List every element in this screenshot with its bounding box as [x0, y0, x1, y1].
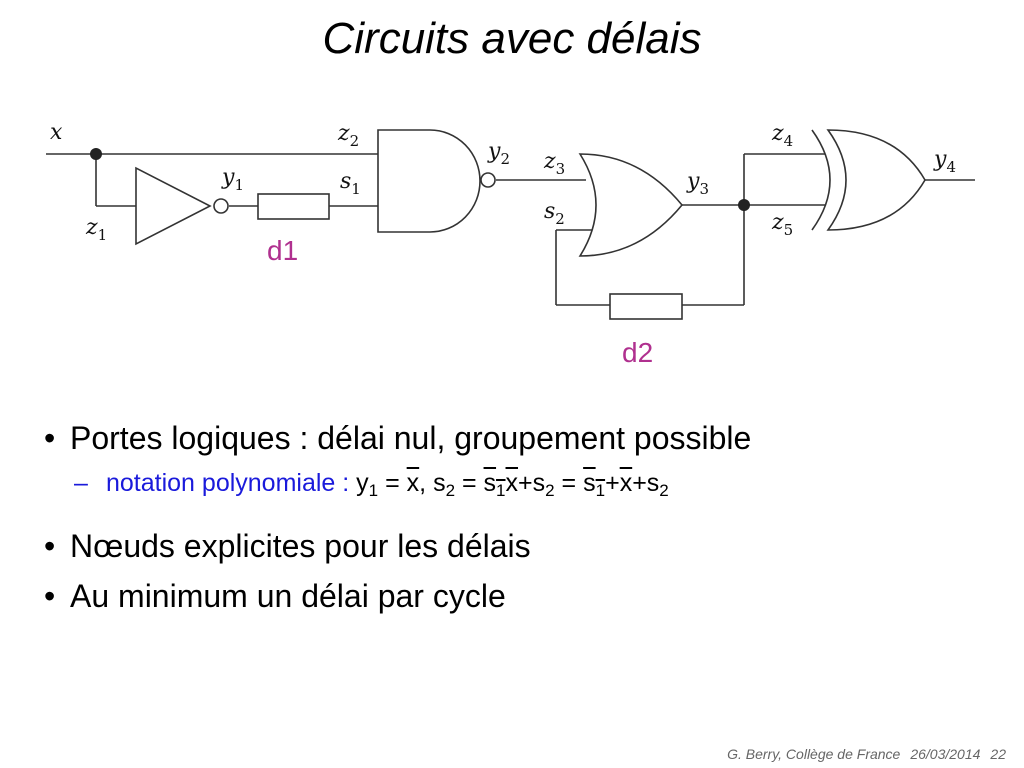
xor-input-arc	[811, 129, 831, 231]
bullet-text: Au minimum un délai par cycle	[70, 578, 506, 614]
sub-bullet-item: –notation polynomiale : y1 = x, s2 = s1x…	[74, 466, 1004, 508]
bullet-list: • Portes logiques : délai nul, groupement…	[44, 416, 1004, 624]
label-y1: y1	[221, 165, 244, 194]
xor-gate	[826, 129, 926, 231]
label-s2: s2	[544, 199, 565, 228]
or-gate	[578, 153, 684, 257]
label-y4: y4	[933, 147, 956, 176]
junction-dot	[738, 199, 750, 211]
bullet-marker: •	[44, 420, 56, 456]
polynomial-formula: y1 = x, s2 = s1x+s2 = s1+x+s2	[356, 469, 669, 500]
slide-footer: G. Berry, Collège de France 26/03/2014 22	[727, 746, 1006, 762]
label-y3: y3	[686, 169, 709, 198]
label-y2: y2	[487, 139, 510, 168]
bullet-item: • Portes logiques : délai nul, groupement…	[44, 416, 1004, 460]
bullet-item: • Nœuds explicites pour les délais	[44, 524, 1004, 568]
delay-d2-box	[609, 293, 683, 320]
bullet-text: Portes logiques : délai nul, groupement …	[70, 420, 752, 456]
delay-d1-label: d1	[267, 235, 298, 266]
delay-d1-box	[257, 193, 330, 220]
bullet-marker: •	[44, 578, 56, 614]
label-z1: z1	[85, 215, 107, 244]
inverter-bubble	[213, 198, 229, 214]
footer-date: 26/03/2014	[910, 746, 981, 762]
bullet-text: Nœuds explicites pour les délais	[70, 528, 531, 564]
bullet-item: • Au minimum un délai par cycle	[44, 574, 1004, 618]
footer-author: G. Berry, Collège de France	[727, 746, 901, 762]
dash-marker: –	[74, 469, 88, 497]
circuit-diagram: x z1 z2 y1 s1 y2 z3 s2 y3 z4 z5 y4 d1 d2	[46, 120, 975, 368]
label-x: x	[50, 120, 63, 145]
bullet-marker: •	[44, 528, 56, 564]
label-s1: s1	[340, 169, 361, 198]
sub-bullet-label: notation polynomiale :	[106, 469, 350, 497]
label-z5: z5	[771, 210, 793, 239]
slide-title: Circuits avec délais	[322, 14, 702, 63]
nand-bubble	[480, 172, 496, 188]
inverter-gate	[135, 166, 212, 246]
gate-mask	[655, 250, 685, 260]
footer-page-number: 22	[990, 746, 1006, 762]
junction-dot	[90, 148, 102, 160]
label-z3: z3	[543, 149, 565, 178]
label-z2: z2	[337, 121, 359, 150]
label-z4: z4	[771, 121, 793, 150]
delay-d2-label: d2	[622, 337, 653, 368]
nand-gate	[377, 129, 481, 233]
